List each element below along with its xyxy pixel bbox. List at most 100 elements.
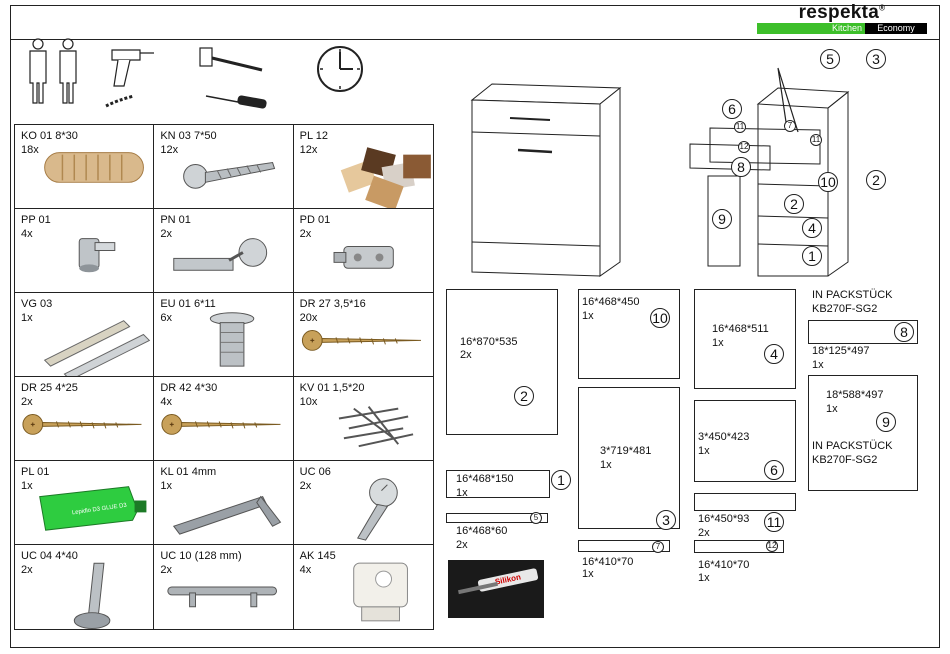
header-divider [11, 39, 939, 40]
panel-number: 11 [764, 512, 784, 532]
exploded-label: 10 [818, 172, 838, 192]
panel-qty: 1x [812, 359, 824, 371]
panel-dimension: 16*468*150 [456, 473, 514, 485]
exploded-label: 8 [731, 157, 751, 177]
panel-3 [578, 387, 680, 529]
panel-qty: 1x [456, 487, 468, 499]
wood-screw-icon [301, 330, 421, 351]
panel-qty: 1x [582, 568, 594, 580]
panel-number: 5 [530, 512, 542, 524]
panel-number: 2 [514, 386, 534, 406]
clock-icon [317, 46, 363, 92]
part-code: KO 01 8*30 [21, 130, 78, 142]
part-cell: PL 12 12x [293, 125, 433, 209]
panel-number: 9 [876, 412, 896, 432]
part-qty: 2x [160, 228, 172, 240]
panel-number: 12 [766, 540, 778, 552]
drawer-rail-icon [43, 320, 151, 376]
panel-dimension: 3*450*423 [698, 431, 750, 443]
panel-9 [808, 375, 918, 491]
part-qty: 4x [299, 564, 312, 576]
panel-dimension: 16*410*70 [698, 559, 750, 571]
panel-dimension: 16*450*93 [698, 513, 750, 525]
exploded-label: 11 [810, 134, 822, 146]
exploded-label: 4 [802, 218, 822, 238]
part-qty: 4x [21, 228, 33, 240]
panel-qty: 1x [698, 572, 710, 584]
part-qty: 2x [21, 564, 33, 576]
part-code: DR 42 4*30 [160, 382, 218, 394]
cabinet-drawings [470, 67, 850, 277]
part-code: KL 01 4mm [160, 466, 217, 478]
hammer-icon [199, 47, 263, 72]
assembled-cabinet-drawing [470, 83, 622, 277]
panel-number: 6 [764, 460, 784, 480]
wood-screw-icon [161, 414, 281, 435]
shelf-pin-icon [78, 238, 116, 273]
package-code-1: KB270F-SG2 [812, 303, 878, 315]
exploded-label: 7 [784, 120, 796, 132]
panel-2 [446, 289, 558, 435]
panel-number: 4 [764, 344, 784, 364]
part-code: PL 01 [21, 466, 50, 478]
brand-bar: Kitchen Economy [757, 23, 927, 34]
exploded-label: 2 [784, 194, 804, 214]
brand-line-kitchen: Kitchen [757, 23, 865, 34]
bolt-icon [73, 562, 111, 629]
screwdriver-icon [205, 95, 267, 109]
exploded-label: 3 [866, 49, 886, 69]
package-code-2: KB270F-SG2 [812, 454, 878, 466]
panel-5 [446, 513, 548, 523]
exploded-cabinet-drawing [689, 67, 850, 277]
brand-logo: respekta® Kitchen Economy [757, 2, 927, 34]
panel-number: 1 [551, 470, 571, 490]
part-qty: 2x [21, 396, 33, 408]
panel-4 [694, 289, 796, 389]
panel-12 [694, 540, 784, 553]
panel-dimension: 18*588*497 [826, 389, 884, 401]
euro-screw-icon [210, 312, 255, 367]
panel-dimension: 3*719*481 [600, 445, 652, 457]
part-cell: UC 10 (128 mm)2x [154, 545, 294, 629]
panel-dimension: 16*410*70 [582, 556, 634, 568]
part-cell: PN 01 2x [154, 209, 294, 293]
part-code: KN 03 7*50 [160, 130, 217, 142]
part-cell: VG 03 1x [15, 293, 155, 377]
exploded-label: 5 [820, 49, 840, 69]
panel-number: 8 [894, 322, 914, 342]
panel-number: 3 [656, 510, 676, 530]
tools-row [29, 38, 363, 109]
part-qty: 2x [299, 480, 312, 492]
package-note-1: IN PACKSTÜCK [812, 289, 893, 301]
part-qty: 12x [160, 144, 179, 156]
panel-1 [446, 470, 550, 498]
part-code: PD 01 [299, 214, 331, 226]
part-code: VG 03 [21, 298, 53, 310]
dowel-icon [44, 152, 144, 183]
panel-qty: 1x [826, 403, 838, 415]
part-code: PN 01 [160, 214, 191, 226]
part-qty: 10x [299, 396, 318, 408]
self-drill-screw-icon [356, 478, 398, 541]
exploded-label: 9 [712, 209, 732, 229]
exploded-label: 6 [722, 99, 742, 119]
color-samples-icon [340, 147, 431, 208]
exploded-label: 1 [802, 246, 822, 266]
exploded-label: 2 [866, 170, 886, 190]
handle-icon [167, 586, 278, 608]
part-qty: 1x [21, 312, 33, 324]
part-code: PL 12 [299, 130, 328, 142]
panel-7 [578, 540, 670, 552]
brand-name: respekta® [798, 2, 886, 23]
part-qty: 2x [299, 228, 312, 240]
part-qty: 12x [299, 144, 318, 156]
silicone-gun-image: Silikon [448, 560, 544, 618]
